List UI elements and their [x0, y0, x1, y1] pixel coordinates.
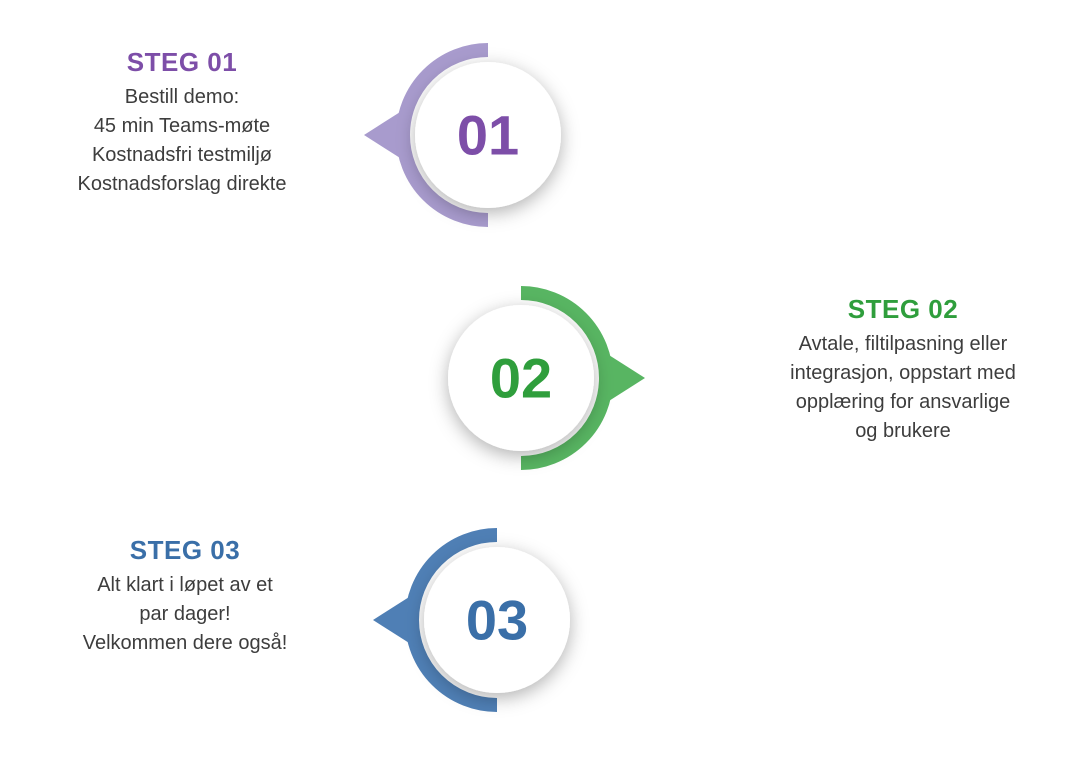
step-01-line-3: Kostnadsfri testmiljø	[91, 144, 273, 166]
step-01-circle	[415, 62, 561, 208]
step-01-line-2: 45 min Teams-møte	[93, 115, 271, 137]
step-03-line-1: Alt klart i løpet av et	[97, 574, 273, 596]
step-01-line-1: Bestill demo:	[124, 86, 240, 108]
step-01-line-4: Kostnadsforslag direkte	[77, 173, 287, 195]
step-02-line-2: integrasjon, oppstart med	[790, 362, 1016, 384]
step-02-text-block: STEG 02 Avtale, filtilpasning eller inte…	[730, 294, 1074, 446]
step-02-circle	[448, 305, 594, 451]
step-02-number: 02	[490, 347, 552, 410]
step-03-number: 03	[466, 589, 528, 652]
step-03-ring-graphic: 03	[373, 528, 570, 712]
step-02-line-1: Avtale, filtilpasning eller	[798, 333, 1008, 355]
step-01-text-block: STEG 01 Bestill demo: 45 min Teams-møte …	[22, 47, 342, 199]
step-03-circle	[424, 547, 570, 693]
step-02-badge: 02	[381, 238, 661, 518]
step-02-title: STEG 02	[847, 294, 959, 324]
step-01-number: 01	[457, 104, 519, 167]
step-01-ring-graphic: 01	[364, 43, 561, 227]
step-01-arrow-left-icon	[364, 107, 408, 163]
step-03-line-2: par dager!	[139, 603, 231, 625]
step-02-line-3: opplæring for ansvarlige	[795, 391, 1011, 413]
step-01-badge: 01	[348, 0, 628, 275]
step-03-badge: 03	[357, 480, 637, 758]
step-03-arrow-left-icon	[373, 592, 417, 648]
step-02-line-4: og brukere	[855, 420, 951, 442]
step-03-title: STEG 03	[129, 535, 241, 565]
step-02-arrow-right-icon	[601, 350, 645, 406]
step-02-ring-graphic: 02	[448, 286, 645, 470]
step-01-title: STEG 01	[126, 47, 238, 77]
step-03-text-block: STEG 03 Alt klart i løpet av et par dage…	[25, 535, 345, 658]
step-03-line-3: Velkommen dere også!	[82, 632, 288, 654]
